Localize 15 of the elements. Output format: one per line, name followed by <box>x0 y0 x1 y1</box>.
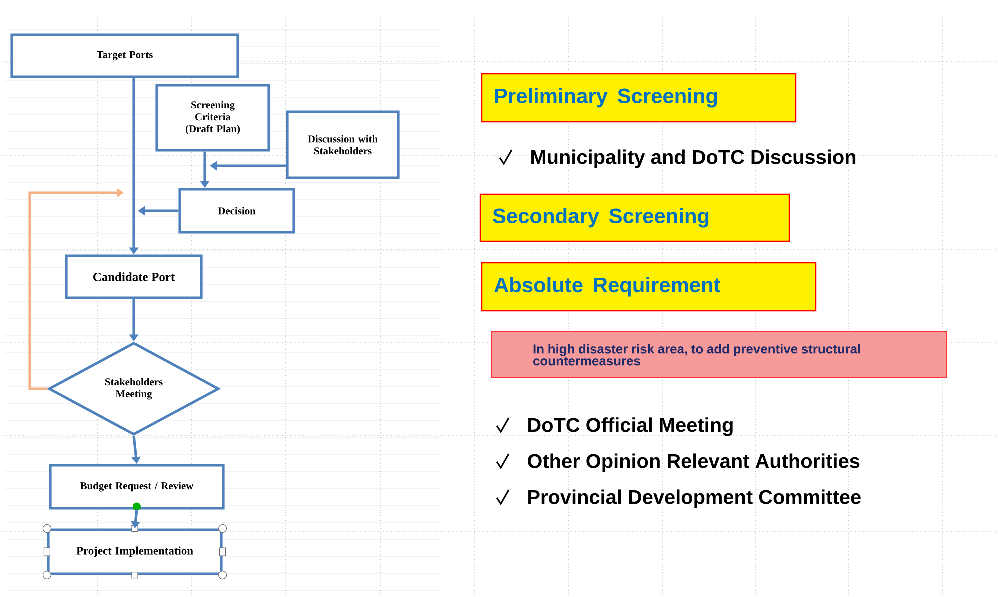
checklist-item: Other Opinion Relevant Authorities <box>528 454 860 472</box>
process-box: Discussion with Stakeholders <box>286 110 400 180</box>
heading-box: Preliminary Screening <box>481 73 797 123</box>
process-box: Decision <box>178 188 296 234</box>
process-box: Budget Request / Review <box>49 464 225 510</box>
heading-box: Absolute Requirement <box>481 262 817 312</box>
checklist-item: DoTC Official Meeting <box>528 418 733 436</box>
process-box: Candidate Port <box>65 254 203 300</box>
note-box: In high disaster risk area, to add preventive structural countermeasures <box>491 332 947 378</box>
heading-box: Secondary Screening <box>480 194 790 242</box>
process-box: Target Ports <box>10 34 240 78</box>
checklist-item: Provincial Development Committee <box>528 490 861 508</box>
checklist-item: Municipality and DoTC Discussion <box>532 150 856 168</box>
process-box: Project Implementation <box>47 528 223 576</box>
process-box: Screening Criteria (Draft Plan) <box>156 84 270 152</box>
